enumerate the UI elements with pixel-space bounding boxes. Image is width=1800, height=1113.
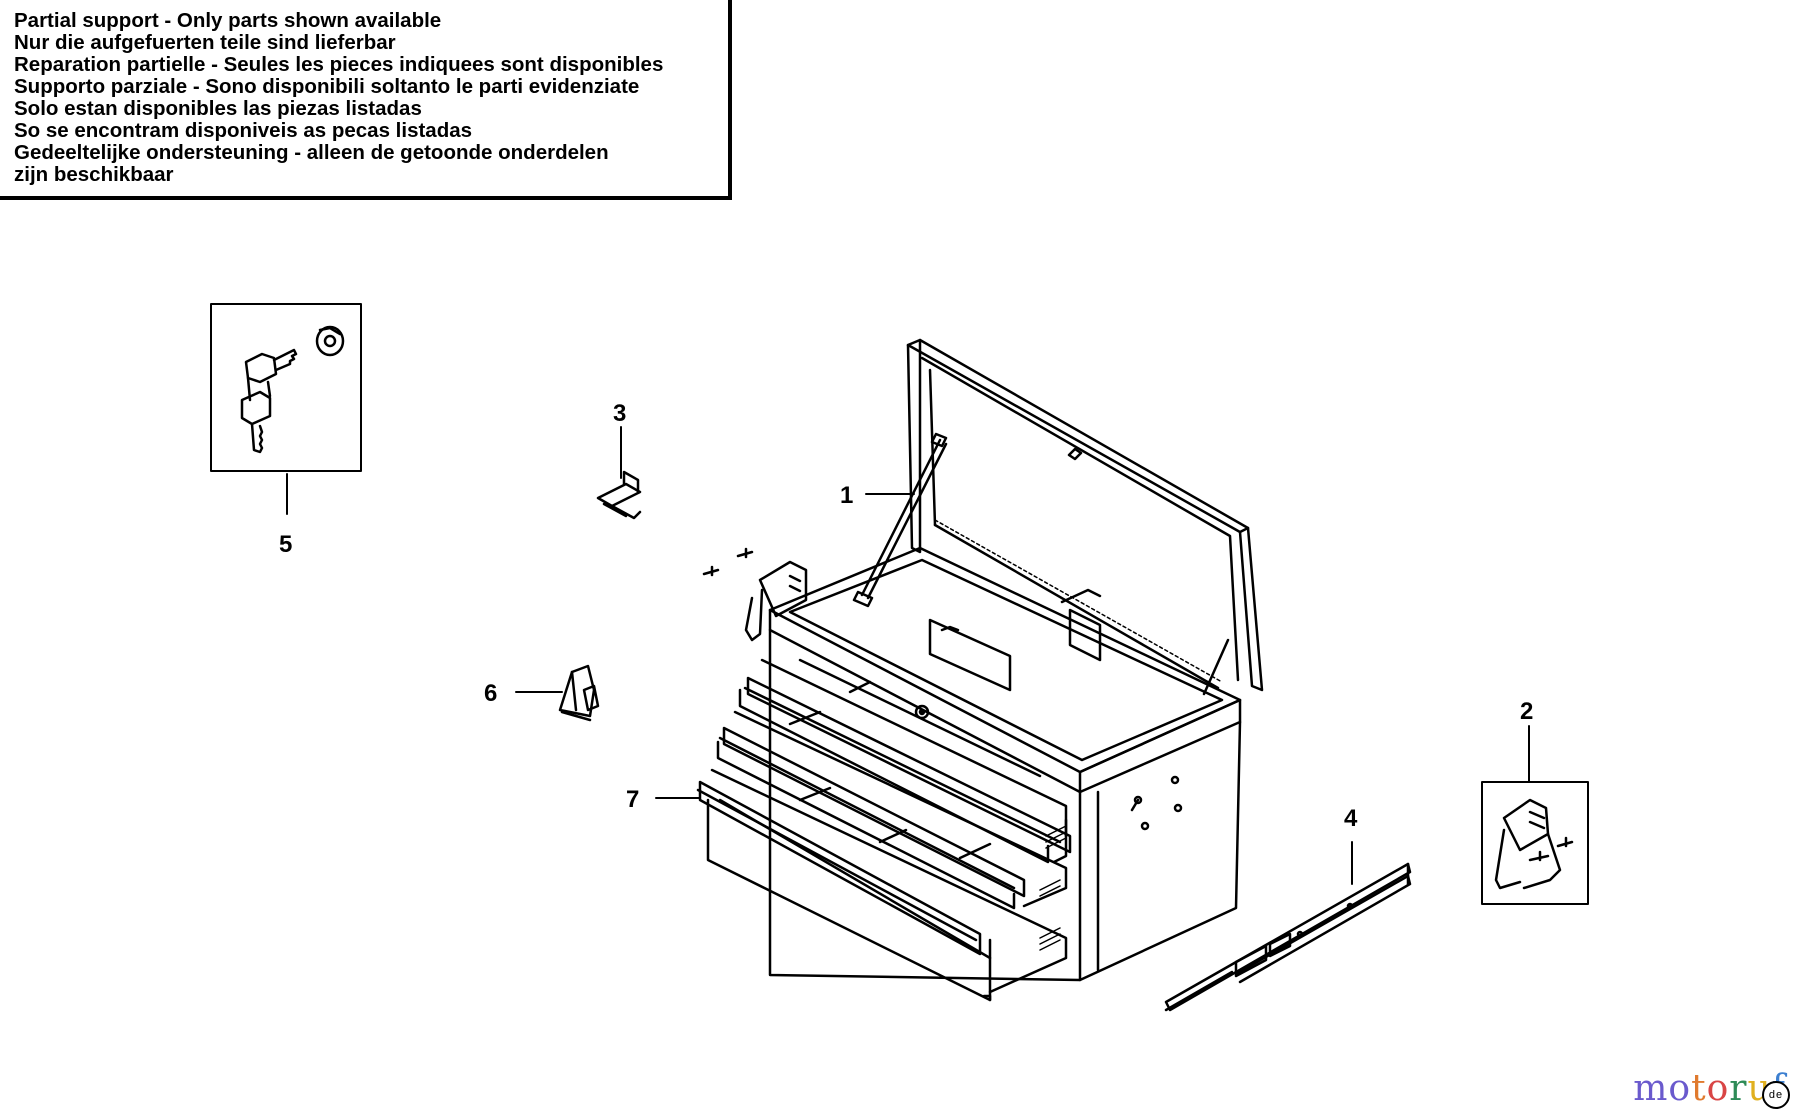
side-handle-box [1481,781,1589,905]
drawer-middle [716,710,1068,910]
watermark-letter: o [1706,1068,1730,1109]
chest-side-panel [1078,720,1242,982]
motoruf-watermark-logo: motoruf de [1633,1068,1790,1109]
watermark-letter: r [1729,1068,1748,1109]
callout-4: 4 [1344,805,1358,832]
side-handle-part [1494,798,1574,890]
drawer-slide-part [1164,862,1412,1012]
drawer-bottom [696,768,1068,1002]
callout-7: 7 [626,786,639,813]
callout-2: 2 [1520,698,1533,725]
notice-line-pt: So se encontram disponiveis as pecas lis… [14,119,473,142]
watermark-badge: de [1762,1081,1790,1109]
lid-stay-right [1202,638,1230,696]
notice-line-it: Supporto parziale - Sono disponibili sol… [14,75,640,98]
lock-keys-box [210,303,362,472]
chest-front-body [768,628,1082,982]
latch-clip-part [558,664,600,722]
callout-leaders [286,426,1530,885]
watermark-letter: o [1668,1068,1692,1109]
notice-lines: Partial support - Only parts shown avail… [14,10,663,186]
notice-line-fr: Reparation partielle - Seules les pieces… [14,53,664,76]
notice-line-nl-cont: zijn beschikbaar [14,163,174,186]
lock-keys-part [240,325,345,454]
callout-5: 5 [279,531,292,558]
callout-3: 3 [613,400,626,427]
notice-line-de: Nur die aufgefuerten teile sind lieferba… [14,31,396,54]
chest-top-box [768,546,1242,794]
lid-stay [852,432,948,608]
tool-chest [696,338,1264,1002]
screws-icon [702,547,754,577]
drawer-top [738,658,1072,864]
watermark-letter: m [1633,1068,1669,1109]
corner-bracket-part [596,470,642,520]
callout-6: 6 [484,680,497,707]
callout-1: 1 [840,482,853,509]
watermark-letter: t [1691,1068,1707,1109]
chest-lid [906,338,1264,692]
notice-line-nl: Gedeeltelijke ondersteuning - alleen de … [14,141,609,164]
notice-line-es: Solo estan disponibles las piezas listad… [14,97,422,120]
chest-side-handle [744,560,808,642]
notice-line-en: Partial support - Only parts shown avail… [14,9,442,32]
partial-support-notice: Partial support - Only parts shown avail… [0,0,732,200]
